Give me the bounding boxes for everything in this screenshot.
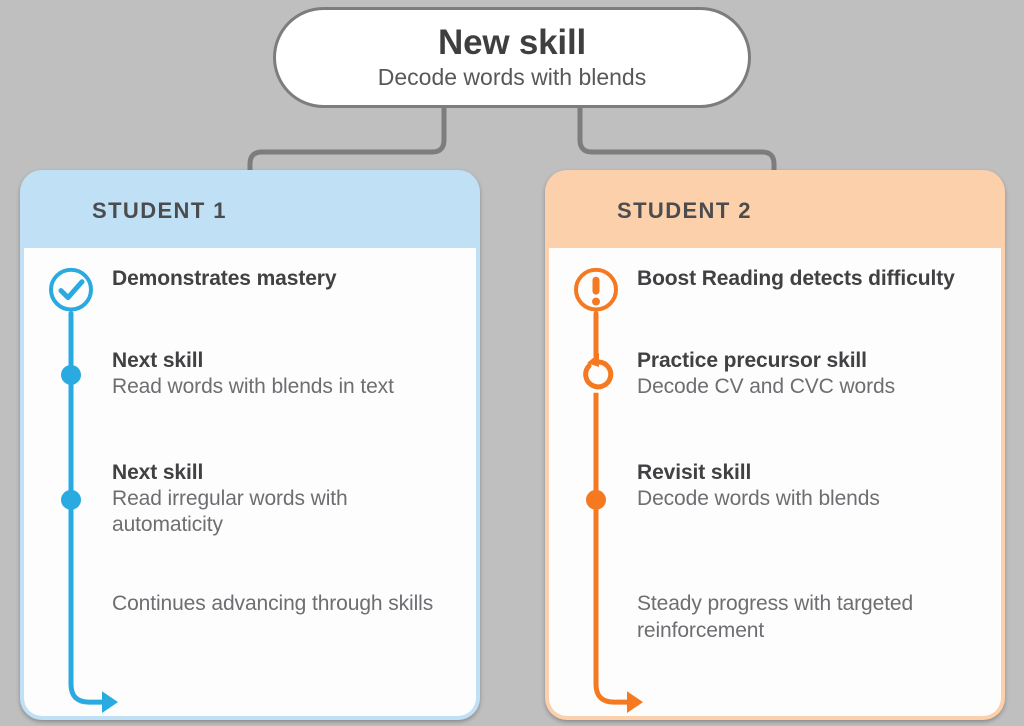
student-1-header-label: STUDENT 1	[92, 198, 227, 223]
root-title: New skill	[438, 22, 586, 62]
step-title: Boost Reading detects difficulty	[637, 267, 955, 290]
step-title: Revisit skill	[637, 461, 752, 484]
student-2-header-label: STUDENT 2	[617, 198, 752, 223]
step-subtitle: Decode CV and CVC words	[637, 374, 895, 398]
student-2-step-2: Practice precursor skill Decode CV and C…	[637, 348, 985, 400]
student-1-step-1: Demonstrates mastery	[112, 266, 460, 292]
step-title: Demonstrates mastery	[112, 267, 337, 290]
student-1-card: STUDENT 1 Demonstrates mastery	[20, 170, 480, 720]
student-1-header: STUDENT 1	[24, 174, 476, 248]
step-subtitle: Read words with blends in text	[112, 374, 394, 398]
student-2-step-3: Revisit skill Decode words with blends	[637, 460, 985, 512]
step-title: Next skill	[112, 349, 204, 372]
student-1-step-4: Continues advancing through skills	[112, 591, 460, 618]
step-subtitle: Read irregular words with automaticity	[112, 486, 348, 536]
root-node: New skill Decode words with blends	[273, 7, 751, 108]
student-2-header: STUDENT 2	[549, 174, 1001, 248]
student-1-body: Demonstrates mastery Next skill Read wor…	[24, 248, 476, 716]
student-2-body: Boost Reading detects difficulty Practic…	[549, 248, 1001, 716]
student-1-step-2: Next skill Read words with blends in tex…	[112, 348, 460, 400]
step-outcome: Steady progress with targeted reinforcem…	[637, 592, 914, 642]
student-1-steps: Demonstrates mastery Next skill Read wor…	[24, 248, 476, 716]
step-subtitle: Decode words with blends	[637, 486, 880, 510]
student-1-step-3: Next skill Read irregular words with aut…	[112, 460, 460, 538]
root-subtitle: Decode words with blends	[377, 63, 647, 90]
student-2-step-1: Boost Reading detects difficulty	[637, 266, 985, 292]
student-2-steps: Boost Reading detects difficulty Practic…	[549, 248, 1001, 716]
step-title: Practice precursor skill	[637, 349, 867, 372]
student-2-card: STUDENT 2	[545, 170, 1005, 720]
step-outcome: Continues advancing through skills	[112, 592, 434, 615]
step-title: Next skill	[112, 461, 204, 484]
student-2-step-4: Steady progress with targeted reinforcem…	[637, 591, 985, 644]
